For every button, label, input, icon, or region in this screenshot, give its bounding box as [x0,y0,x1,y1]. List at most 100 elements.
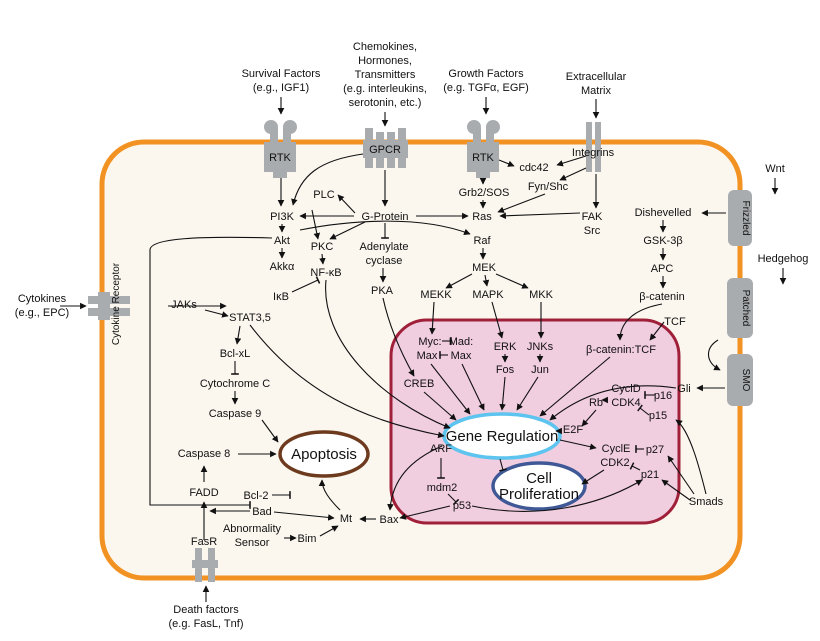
svg-text:FasR: FasR [191,536,217,548]
node-bim: Bim [298,533,317,545]
node-fyn: Fyn/Shc [528,181,569,193]
wnt-label: Wnt [765,163,785,175]
node-erk: ERK [494,341,517,353]
node-cytc: Cytochrome C [200,378,270,390]
node-akt: Akt [274,235,290,247]
rtk-receptor-left: RTK [264,120,297,178]
ecm-label-2: Matrix [581,85,611,97]
node-cycle: CyclE [602,443,631,455]
svg-text:Integrins: Integrins [572,147,615,159]
node-jnks: JNKs [527,341,554,353]
node-max1: Max [417,350,438,362]
svg-text:RTK: RTK [472,152,494,164]
smo-receptor: SMO [727,354,753,406]
node-dishevelled: Dishevelled [635,207,692,219]
pathway-nodes: cdc42 Grb2/SOS Fyn/Shc FAK Src PLC PI3K … [171,162,723,549]
node-raf: Raf [473,235,491,247]
node-stat: STAT3,5 [229,312,271,324]
node-jaks: JAKs [171,299,197,311]
ecm-label-1: Extracellular [566,71,627,83]
node-myc: Myc: [418,336,441,348]
chemokines-label-4: (e.g. interleukins, [343,83,427,95]
cytokines-label: Cytokines [18,293,67,305]
node-adenylate-2: cyclase [366,255,403,267]
node-ras: Ras [472,211,492,223]
cell-proliferation-label-1: Cell [526,470,552,487]
node-cdk2: CDK2 [600,457,629,469]
node-rb: Rb [589,397,603,409]
svg-text:Cytokine Receptor: Cytokine Receptor [111,262,122,345]
svg-text:Patched: Patched [740,290,751,327]
node-tcf: TCF [664,316,686,328]
node-adenylate-1: Adenylate [360,241,409,253]
cytokines-example: (e.g., EPC) [15,307,69,319]
node-mdm2: mdm2 [427,482,458,494]
svg-text:RTK: RTK [269,152,291,164]
svg-text:GPCR: GPCR [369,144,401,156]
node-p21: p21 [641,469,659,481]
chemokines-label-3: Transmitters [355,69,416,81]
survival-factors-label: Survival Factors [242,68,321,80]
node-pka: PKA [371,285,394,297]
node-p27: p27 [646,444,664,456]
node-mt: Mt [340,513,352,525]
death-factors-example: (e.g. FasL, Tnf) [169,618,244,630]
node-mad: Mad: [449,336,473,348]
node-ikb: IκB [273,291,289,303]
hedgehog-label: Hedgehog [758,253,809,265]
node-gprotein: G-Protein [361,211,408,223]
node-smads: Smads [689,496,724,508]
node-bcl2: Bcl-2 [243,490,268,502]
node-mekk: MEKK [420,289,452,301]
patched-receptor: Patched [727,278,753,338]
node-plc: PLC [313,189,334,201]
pathway-edges [60,97,787,602]
node-cdk4: CDK4 [611,397,640,409]
node-pi3k: PI3K [270,211,295,223]
node-fak: FAK [582,211,603,223]
chemokines-label-5: serotonin, etc.) [349,97,422,109]
integrins-receptor: Integrins [572,122,615,172]
node-gsk: GSK-3β [643,235,682,247]
growth-factors-example: (e.g. TGFα, EGF) [443,82,529,94]
node-casp8: Caspase 8 [178,448,231,460]
node-mek: MEK [472,262,497,274]
node-max2: Max [451,350,472,362]
fasr-receptor: FasR [191,536,218,582]
node-bax: Bax [380,514,399,526]
node-pkc: PKC [311,241,334,253]
node-casp9: Caspase 9 [209,408,262,420]
node-abnormality-1: Abnormality [223,523,282,535]
node-bcat: β-catenin [639,291,684,303]
node-bclxl: Bcl-xL [220,348,251,360]
chemokines-label-2: Hormones, [358,55,412,67]
svg-text:Frizzled: Frizzled [740,200,751,235]
node-arf: ARF [430,443,452,455]
node-mapk: MAPK [472,289,504,301]
gene-regulation-label: Gene Regulation [446,428,559,445]
cytokine-receptor: Cytokine Receptor [88,262,130,345]
node-fos: Fos [496,364,515,376]
node-p16: p16 [654,390,672,402]
node-apc: APC [651,263,674,275]
apoptosis-ellipse [278,430,370,478]
node-creb: CREB [404,378,435,390]
node-grb2: Grb2/SOS [459,187,510,199]
node-bad: Bad [252,506,272,518]
node-akka: Akkα [270,261,295,273]
survival-factors-example: (e.g., IGF1) [253,82,309,94]
node-e2f: E2F [563,424,583,436]
growth-factors-label: Growth Factors [448,68,524,80]
frizzled-receptor: Frizzled [728,190,752,246]
node-cdc42: cdc42 [519,162,548,174]
node-p15: p15 [649,410,667,422]
node-abnormality-2: Sensor [235,537,270,549]
apoptosis-label: Apoptosis [291,446,357,463]
svg-text:SMO: SMO [740,369,751,392]
node-gli: Gli [677,383,690,395]
node-mkk: MKK [529,289,554,301]
node-bcattcf: β-catenin:TCF [586,344,656,356]
death-factors-label: Death factors [173,604,239,616]
chemokines-label-1: Chemokines, [353,41,417,53]
